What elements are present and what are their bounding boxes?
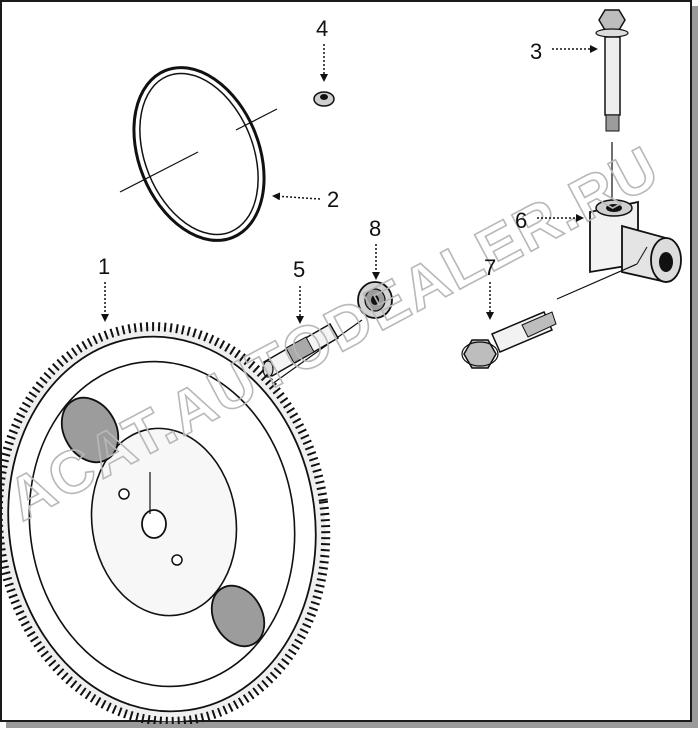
- callout-8-label: 8: [369, 216, 381, 241]
- callout-4: 4: [316, 16, 328, 82]
- o-ring-part: [119, 66, 278, 242]
- callout-3: 3: [530, 39, 598, 64]
- callout-7: 7: [484, 255, 496, 320]
- callout-1-label: 1: [98, 254, 110, 279]
- callout-7-label: 7: [484, 255, 496, 280]
- callout-5-label: 5: [293, 257, 305, 282]
- callout-8: 8: [369, 216, 381, 280]
- callout-3-label: 3: [530, 39, 542, 64]
- spacer-washer-part: [357, 281, 393, 319]
- callout-2: 2: [272, 187, 339, 212]
- camshaft-gear-part: [2, 322, 331, 724]
- small-nut-part: [313, 91, 335, 107]
- long-bolt-part: [595, 9, 629, 202]
- bracket-part: [556, 199, 682, 300]
- exploded-parts-diagram: ACAT.AUTODEALER.RU 1 2 3 4 5 6 7 8: [2, 9, 682, 724]
- callout-1: 1: [98, 254, 110, 322]
- bracket-bolt-part: [461, 311, 557, 369]
- callout-2-label: 2: [327, 187, 339, 212]
- callout-5: 5: [293, 257, 305, 324]
- callout-6-label: 6: [515, 208, 527, 233]
- shaft-pin-part: [262, 319, 363, 385]
- callout-6: 6: [515, 208, 584, 233]
- callout-4-label: 4: [316, 16, 328, 41]
